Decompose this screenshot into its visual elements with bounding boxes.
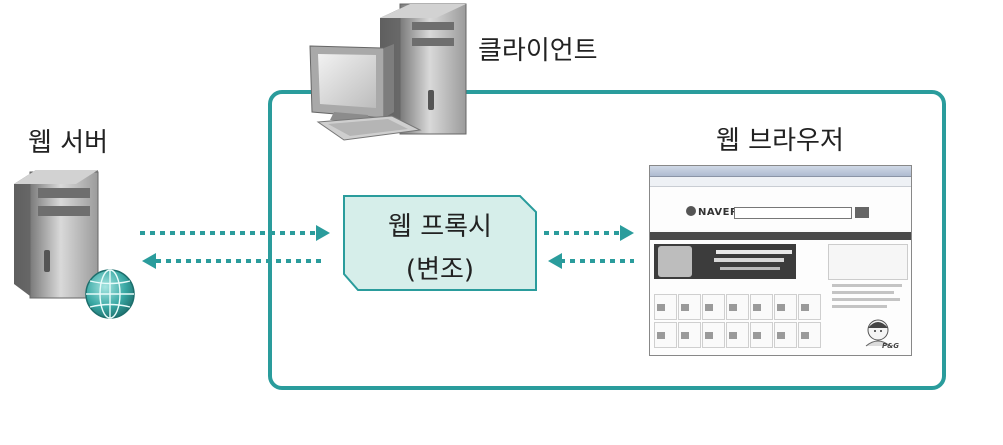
arrow-server-to-proxy: [140, 225, 330, 241]
browser-search-input: [734, 207, 852, 219]
proxy-label-line2: (변조): [405, 255, 475, 285]
browser-banner: [654, 244, 796, 279]
proxy-label: 웹 프록시 (변조): [344, 206, 536, 286]
server-tower-icon: [14, 170, 99, 299]
proxy-label-line1: 웹 프록시: [388, 212, 492, 242]
banner-photo: [658, 246, 692, 277]
browser-content-grid: [654, 294, 824, 352]
ad-brand-badge: P&G: [882, 342, 899, 350]
web-server-label: 웹 서버: [28, 128, 109, 158]
ad-child-illustration: [865, 319, 891, 347]
proxy-box: [343, 195, 537, 291]
browser-toolbar: [650, 177, 911, 187]
browser-titlebar: [650, 166, 911, 177]
desktop-computer-icon: [309, 3, 467, 141]
naver-logo: NAVER: [686, 206, 738, 218]
banner-text-line: [714, 258, 784, 262]
arrow-proxy-to-server: [142, 253, 326, 269]
web-browser-label: 웹 브라우저: [716, 126, 844, 156]
client-label: 클라이언트: [478, 36, 598, 66]
naver-logo-mark-icon: [686, 206, 696, 216]
browser-login-box: [828, 244, 908, 280]
banner-text-line: [716, 250, 792, 254]
browser-nav-bar: [650, 232, 911, 240]
globe-icon: [85, 269, 135, 319]
browser-screenshot: NAVER P&G: [649, 165, 912, 356]
arrow-browser-to-proxy: [548, 253, 634, 269]
arrow-proxy-to-browser: [544, 225, 634, 241]
client-boundary: [268, 90, 946, 390]
browser-search-button: [855, 207, 869, 218]
browser-side-column: [832, 284, 908, 354]
banner-text-line: [720, 267, 780, 270]
